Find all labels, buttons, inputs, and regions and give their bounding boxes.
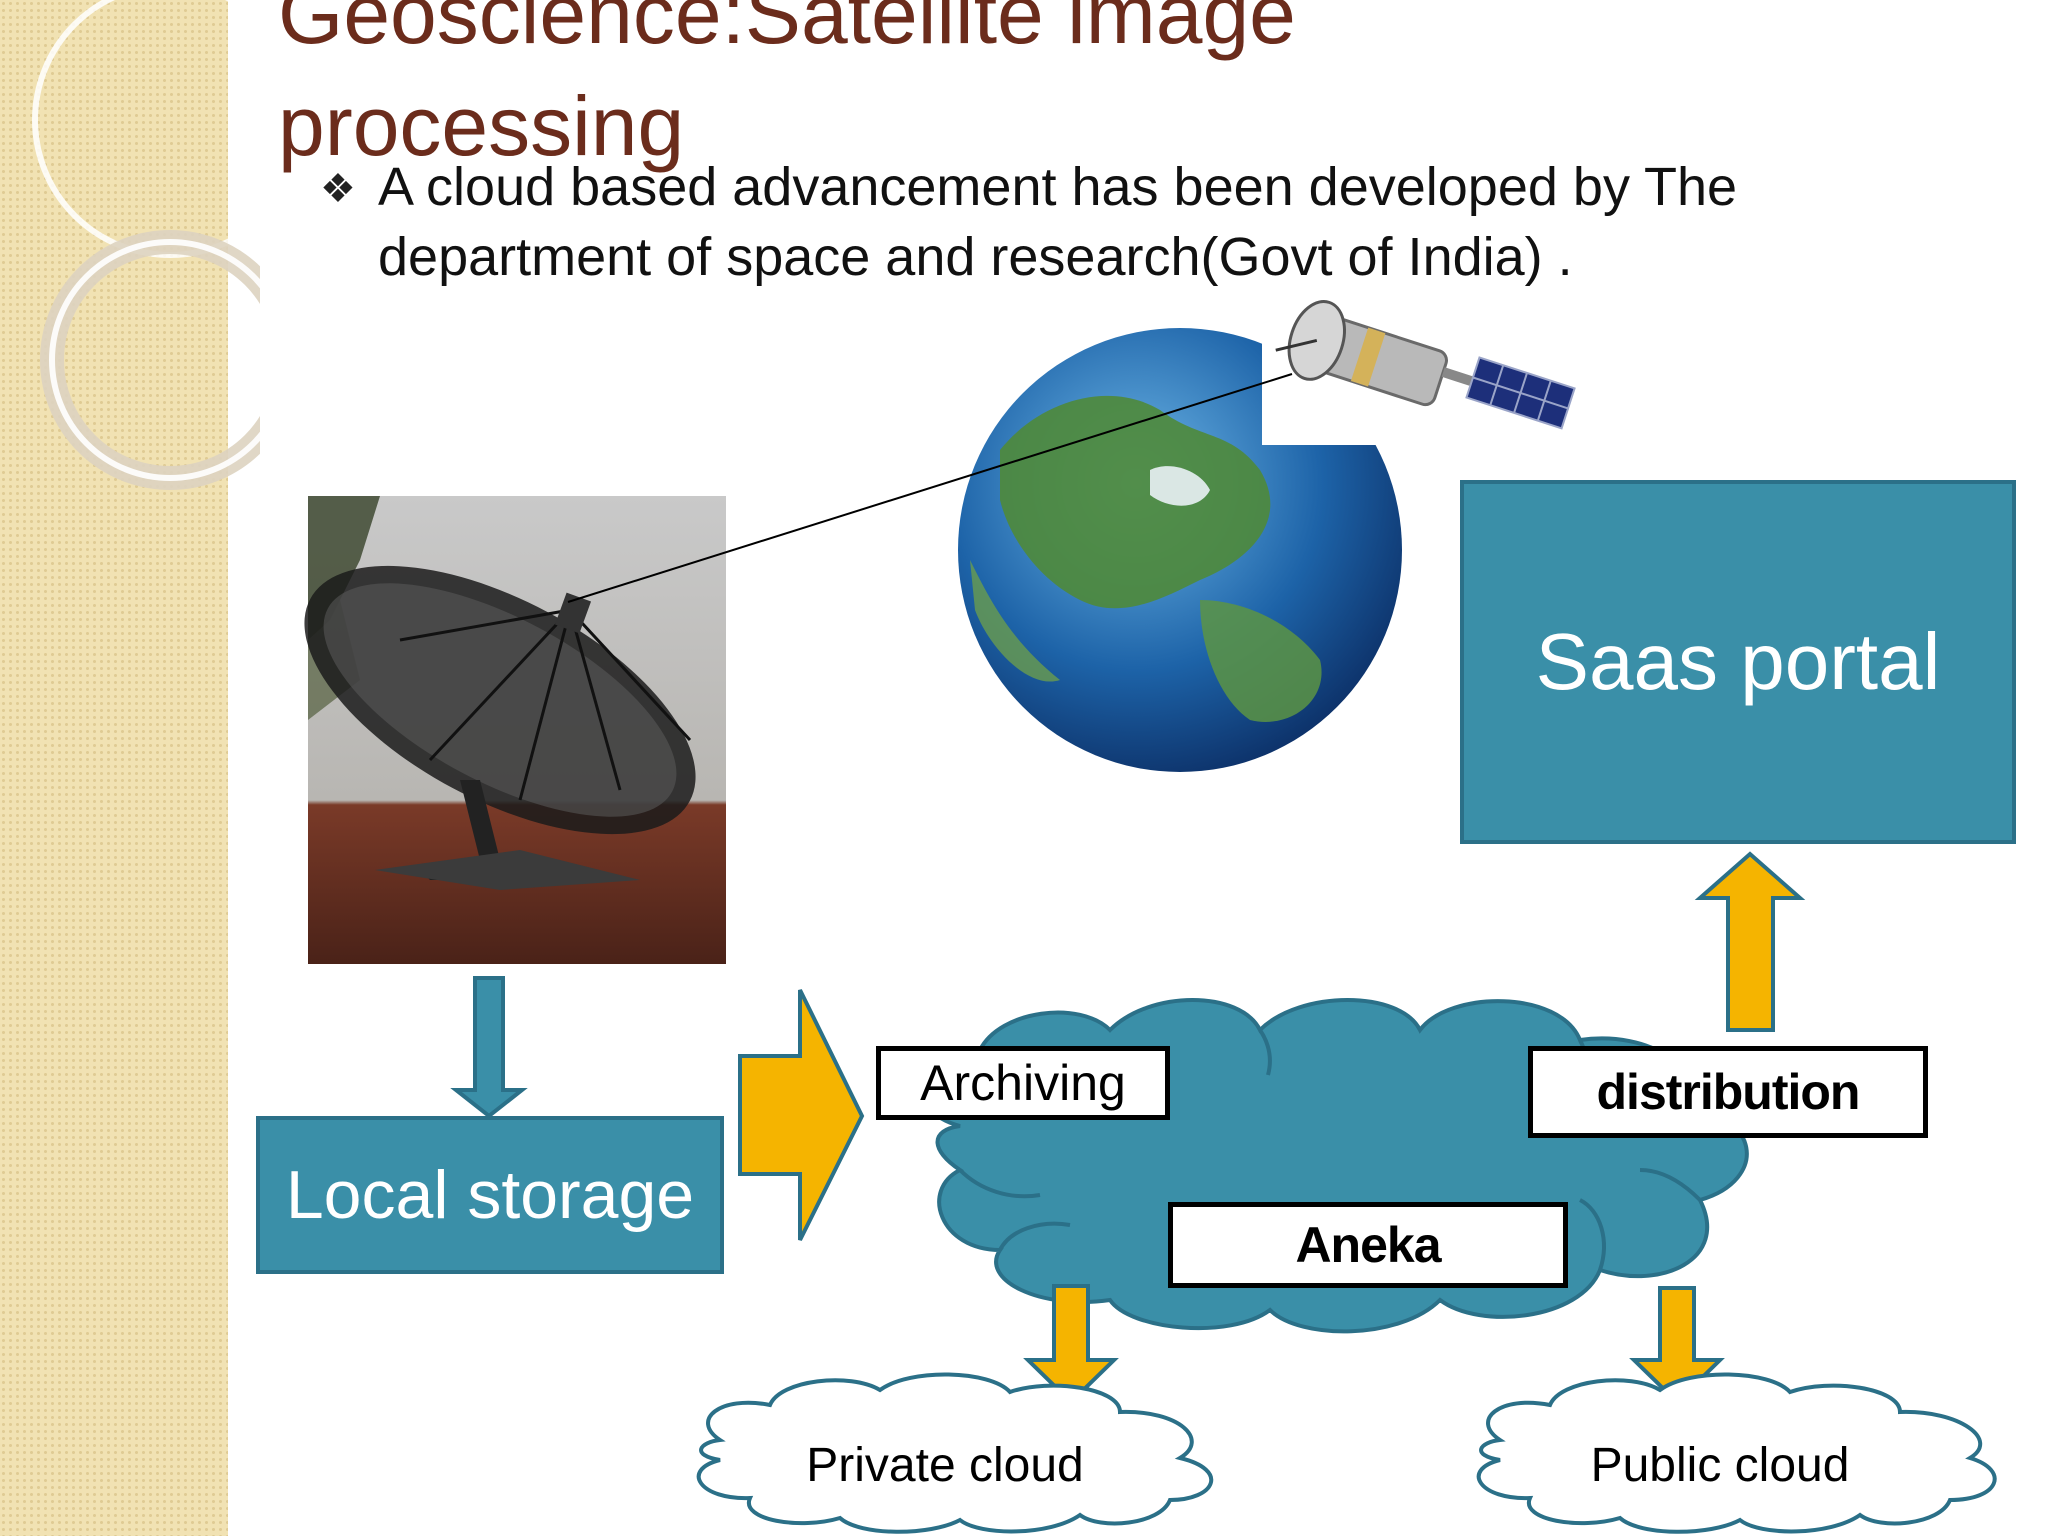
satellite-dish-photo [304, 496, 726, 964]
private-cloud-shape [696, 1372, 1214, 1534]
archiving-label: Archiving [876, 1046, 1170, 1120]
decorative-rings [32, 0, 260, 490]
bullet-text: A cloud based advancement has been devel… [378, 157, 1738, 287]
satellite-icon [1275, 300, 1576, 430]
bullet-diamond-icon: ❖ [320, 167, 356, 211]
public-cloud-label: Public cloud [1590, 1439, 1850, 1492]
right-arrow-to-cloud [738, 989, 865, 1241]
local-storage-box: Local storage [256, 1116, 724, 1274]
private-cloud-label: Private cloud [806, 1439, 1084, 1492]
signal-line [567, 373, 1293, 603]
public-cloud-shape [1476, 1372, 1997, 1534]
slide-title: Geoscience:Satellite image processing [278, 0, 1296, 173]
down-arrow-to-private-cloud [1023, 1284, 1119, 1405]
saas-portal-box: Saas portal [1460, 480, 2016, 844]
up-arrow-to-saas [1694, 851, 1806, 1032]
distribution-label: distribution [1528, 1046, 1928, 1138]
down-arrow-to-storage [450, 976, 528, 1119]
aneka-label: Aneka [1168, 1202, 1568, 1288]
